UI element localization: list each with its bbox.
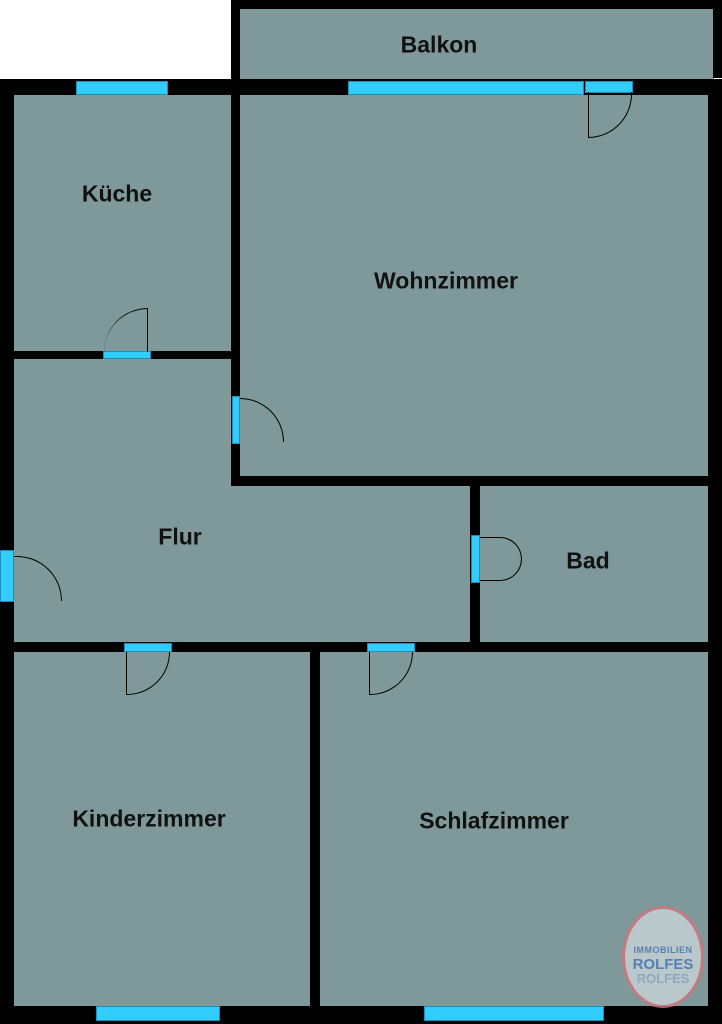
window-kinderzimmer — [96, 1006, 220, 1021]
logo-watermark: IMMOBILIEN ROLFES ROLFES — [622, 906, 704, 1008]
wall-kinder-schlaf — [310, 647, 320, 1009]
door-frame-entrance — [0, 550, 14, 602]
label-balkon: Balkon — [400, 31, 478, 58]
label-bad: Bad — [566, 547, 610, 574]
wall-right — [708, 79, 722, 1024]
label-kueche: Küche — [81, 180, 153, 207]
wall-kueche-wohn — [231, 90, 240, 486]
label-wohnzimmer: Wohnzimmer — [374, 267, 518, 294]
label-schlafzimmer: Schlafzimmer — [419, 807, 569, 834]
window-kueche — [76, 81, 168, 95]
door-bad — [480, 537, 522, 581]
wall-flur-bottom — [12, 642, 712, 652]
room-kueche — [12, 90, 234, 355]
label-kinderzimmer: Kinderzimmer — [72, 805, 226, 832]
door-frame-wohnzimmer — [232, 396, 240, 444]
window-wohnzimmer — [348, 81, 584, 95]
room-balkon — [238, 8, 714, 80]
room-kinderzimmer — [12, 647, 315, 1012]
logo-line3: ROLFES — [636, 971, 690, 986]
window-schlafzimmer — [424, 1006, 604, 1021]
door-frame-bad — [471, 535, 480, 583]
wall-balkon-top — [231, 0, 722, 9]
door-frame-kinderzimmer — [124, 643, 172, 652]
logo-line2: ROLFES — [632, 956, 694, 973]
door-frame-schlafzimmer — [367, 643, 415, 652]
label-flur: Flur — [158, 523, 202, 550]
door-frame-kueche — [103, 351, 151, 359]
wall-balkon-left — [231, 0, 240, 96]
wall-balkon-right — [713, 0, 722, 78]
logo-line1: IMMOBILIEN — [633, 945, 693, 955]
